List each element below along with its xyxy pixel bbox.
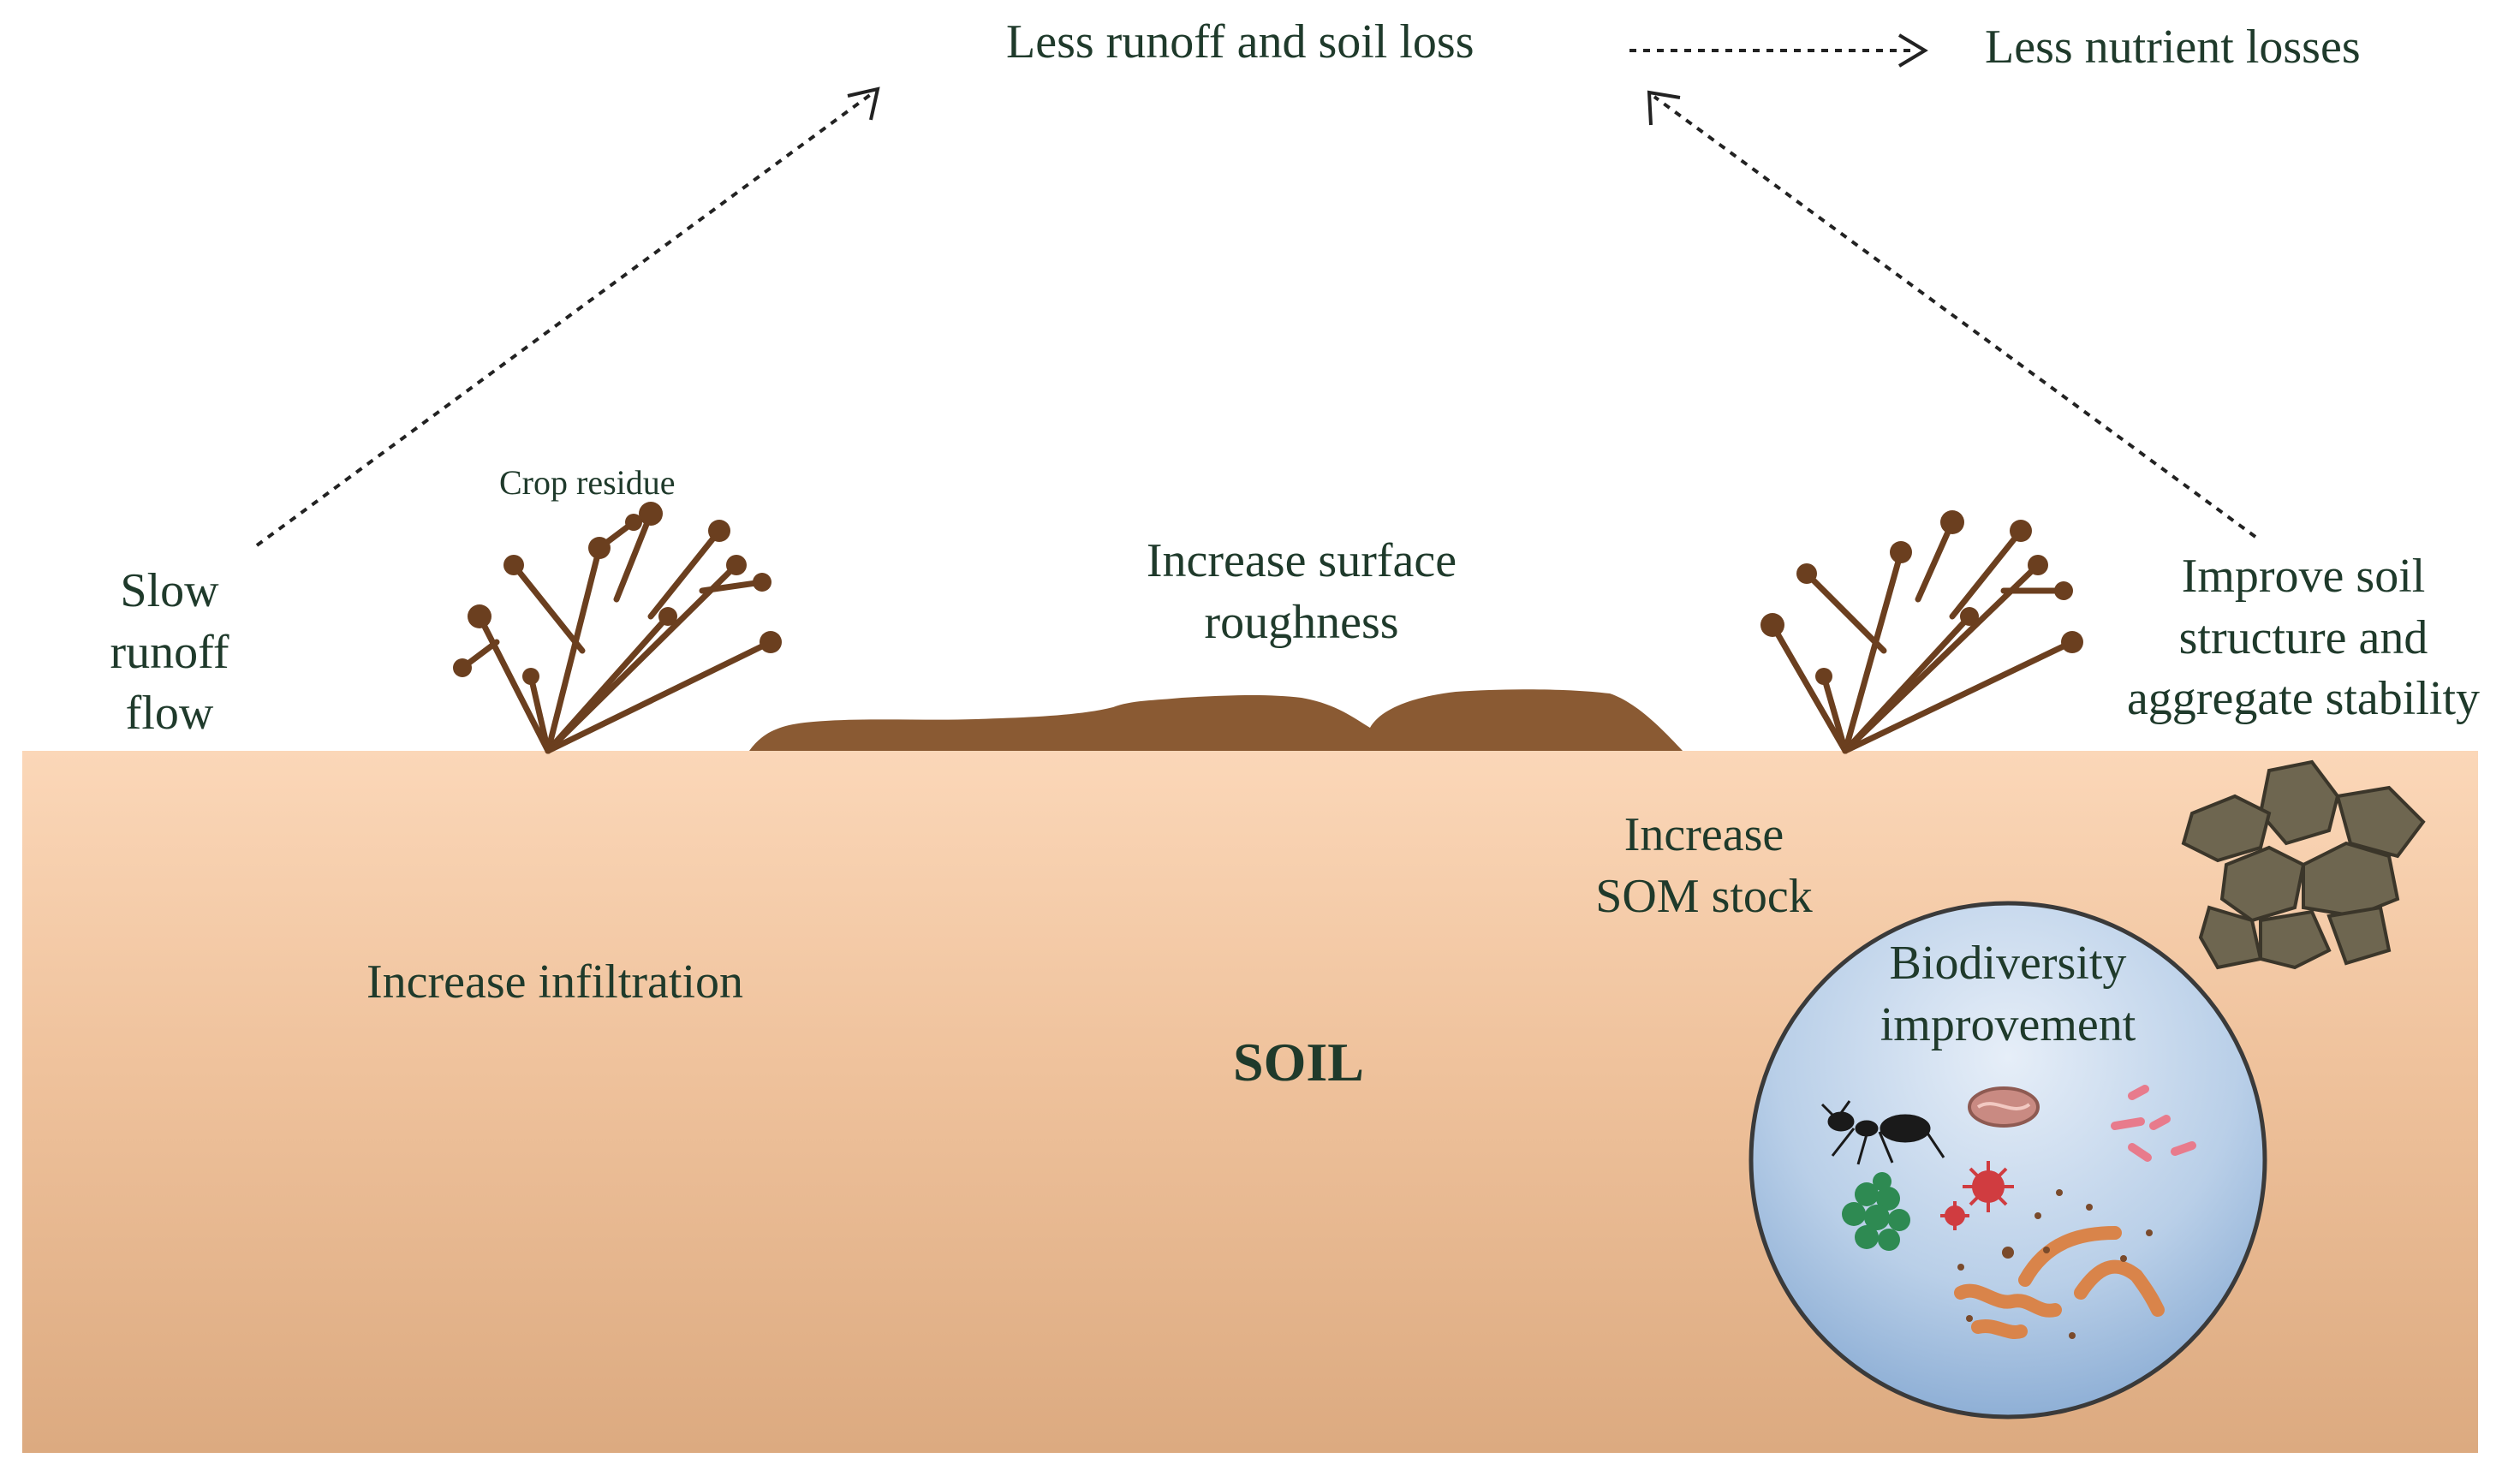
arrow-slow-runoff-to-less-runoff <box>255 91 875 547</box>
earthworm-icon <box>1954 1226 2165 1339</box>
biodiversity-circle <box>1749 901 2267 1420</box>
virus-icon <box>1940 1161 2014 1230</box>
arrowhead-right <box>1897 33 1928 68</box>
crop-residue-left <box>459 510 774 754</box>
label-less-nutrient: Less nutrient losses <box>1985 21 2361 74</box>
label-improve-soil-line2: structure and <box>2178 610 2428 664</box>
label-biodiversity-line2: improvement <box>1880 997 2136 1051</box>
label-som-stock-line2: SOM stock <box>1595 869 1813 923</box>
protozoa-icon <box>1968 1086 2040 1128</box>
label-infiltration: Increase infiltration <box>366 955 744 1009</box>
crop-residue-right <box>1769 519 2076 754</box>
crop-residue-right-leaves <box>1760 510 2083 685</box>
soil-particles <box>1957 1189 2153 1339</box>
label-biodiversity: Biodiversity improvement <box>1832 933 2183 1056</box>
bacteria-icon <box>2111 1085 2196 1162</box>
arrowhead-mid <box>1647 90 1681 126</box>
arrow-improve-soil-to-less-runoff <box>1653 95 2257 539</box>
label-slow-runoff-line1: Slow <box>120 564 219 617</box>
surface-roughness-mound <box>749 689 1683 751</box>
label-improve-soil-line3: aggregate stability <box>2126 672 2481 726</box>
label-biodiversity-line1: Biodiversity <box>1889 937 2127 990</box>
arrowhead-left <box>847 86 880 121</box>
crop-residue-left-leaves <box>453 502 782 685</box>
label-improve-soil: Improve soil structure and aggregate sta… <box>2089 546 2517 730</box>
label-improve-soil-line1: Improve soil <box>2181 550 2426 603</box>
ant-icon <box>1820 1100 1945 1165</box>
soil-aggregate-icon <box>2181 759 2426 970</box>
label-som-stock-line1: Increase <box>1623 808 1784 861</box>
label-soil: SOIL <box>1233 1032 1364 1092</box>
label-surface-roughness-line2: roughness <box>1204 595 1399 649</box>
label-slow-runoff: Slow runoff flow <box>98 561 241 745</box>
label-slow-runoff-line3: flow <box>125 687 214 741</box>
label-crop-residue: Crop residue <box>499 463 676 502</box>
label-som-stock: Increase SOM stock <box>1567 805 1841 927</box>
label-surface-roughness-line1: Increase surface <box>1146 534 1457 587</box>
algae-icon <box>1842 1172 1910 1251</box>
label-slow-runoff-line2: runoff <box>110 625 229 679</box>
label-surface-roughness: Increase surface roughness <box>1113 531 1490 653</box>
label-less-runoff: Less runoff and soil loss <box>1006 15 1474 68</box>
